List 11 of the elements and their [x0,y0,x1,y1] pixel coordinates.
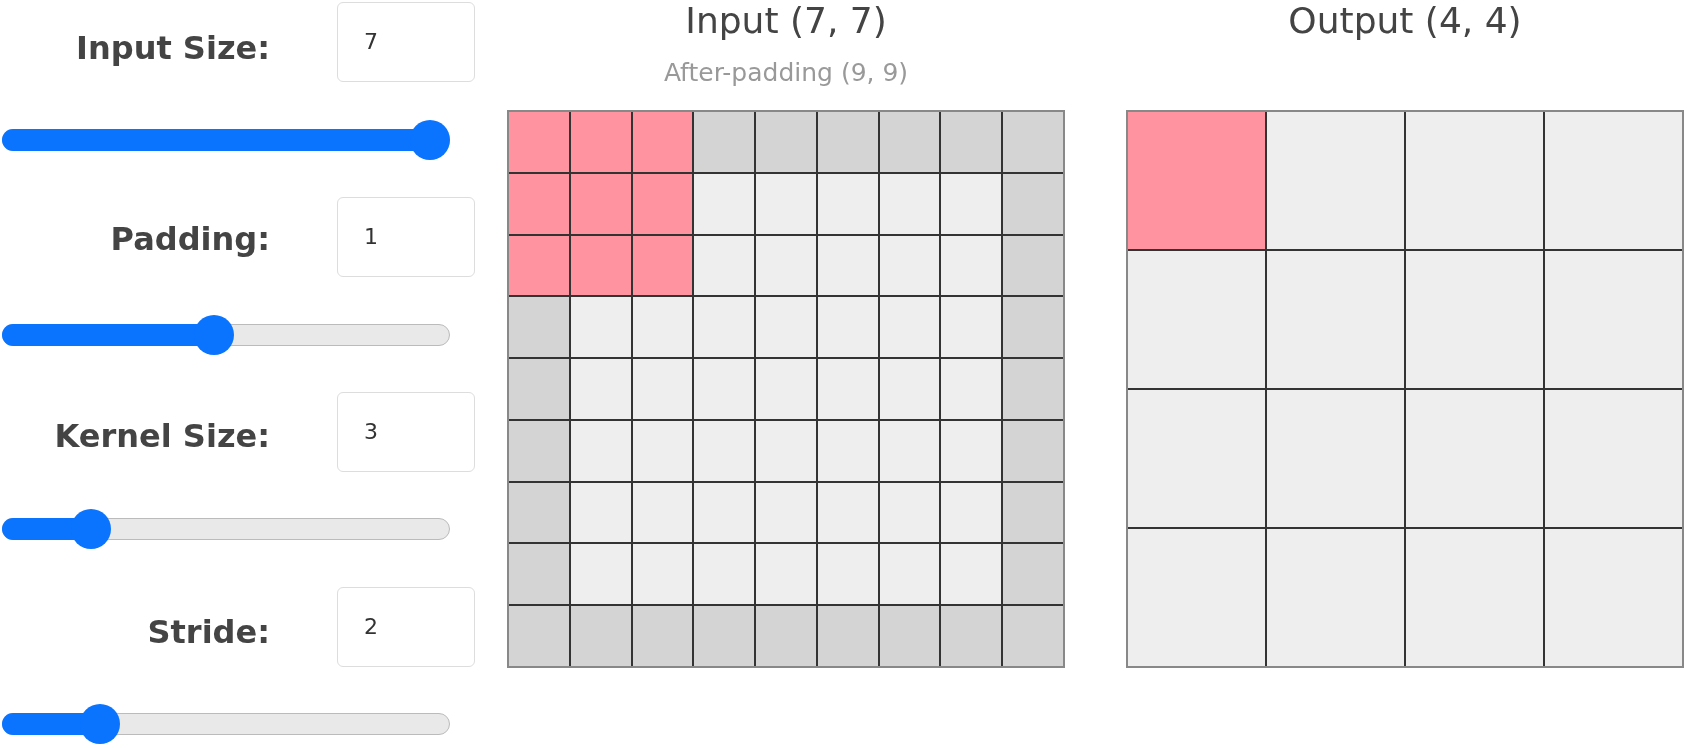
grid-title: Input (7, 7) [685,0,887,41]
field-label: Padding: [110,220,270,258]
grid-title: Output (4, 4) [1288,0,1522,41]
grid-subtitle: After-padding (9, 9) [663,58,909,87]
field-label: Input Size: [76,29,270,67]
number-field: 7 [337,2,475,82]
number-field: 1 [337,197,475,277]
number-field: 3 [337,392,475,472]
field-label: Stride: [147,613,270,651]
field-label: Kernel Size: [54,417,270,455]
number-field: 2 [337,587,475,667]
